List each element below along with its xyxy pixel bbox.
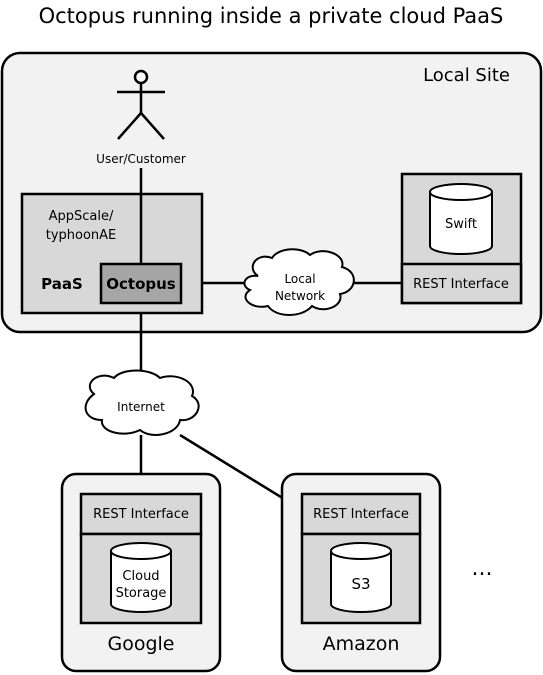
paas-platform-line2: typhoonAE xyxy=(46,228,117,243)
local-site-label: Local Site xyxy=(423,65,510,86)
swift-label: Swift xyxy=(445,217,477,232)
local-network-cloud-icon xyxy=(243,248,355,316)
internet-cloud-icon xyxy=(84,369,200,436)
amazon-s3-label: S3 xyxy=(351,575,370,593)
paas-platform-line1: AppScale/ xyxy=(49,209,114,224)
local-network-label-line2: Network xyxy=(275,289,325,303)
user-icon xyxy=(117,69,165,140)
google-rest-interface xyxy=(79,492,203,536)
amazon-label: Amazon xyxy=(323,633,400,655)
google-label: Google xyxy=(107,633,174,655)
swift-rest-interface-label: REST Interface xyxy=(413,277,509,292)
diagram-title: Octopus running inside a private cloud P… xyxy=(39,4,504,28)
amazon-s3-storage-icon xyxy=(330,542,392,613)
user-label-bg xyxy=(88,150,194,168)
google-storage-label-line2: Storage xyxy=(116,586,167,601)
swift-rest-interface xyxy=(400,262,523,305)
octopus-label: Octopus xyxy=(106,275,176,293)
swift-storage-icon xyxy=(429,183,493,255)
google-rest-interface-label: REST Interface xyxy=(93,507,189,522)
local-network-label-line1: Local xyxy=(284,272,315,286)
internet-label: Internet xyxy=(117,400,165,414)
google-storage-label-line1: Cloud xyxy=(122,569,159,584)
amazon-rest-interface-label: REST Interface xyxy=(313,507,409,522)
user-label: User/Customer xyxy=(96,152,186,166)
more-providers-ellipsis: ... xyxy=(472,556,493,581)
octopus-box xyxy=(99,262,183,305)
google-cloud-storage-icon xyxy=(110,542,172,613)
paas-label: PaaS xyxy=(41,275,83,293)
amazon-rest-interface xyxy=(300,492,422,536)
